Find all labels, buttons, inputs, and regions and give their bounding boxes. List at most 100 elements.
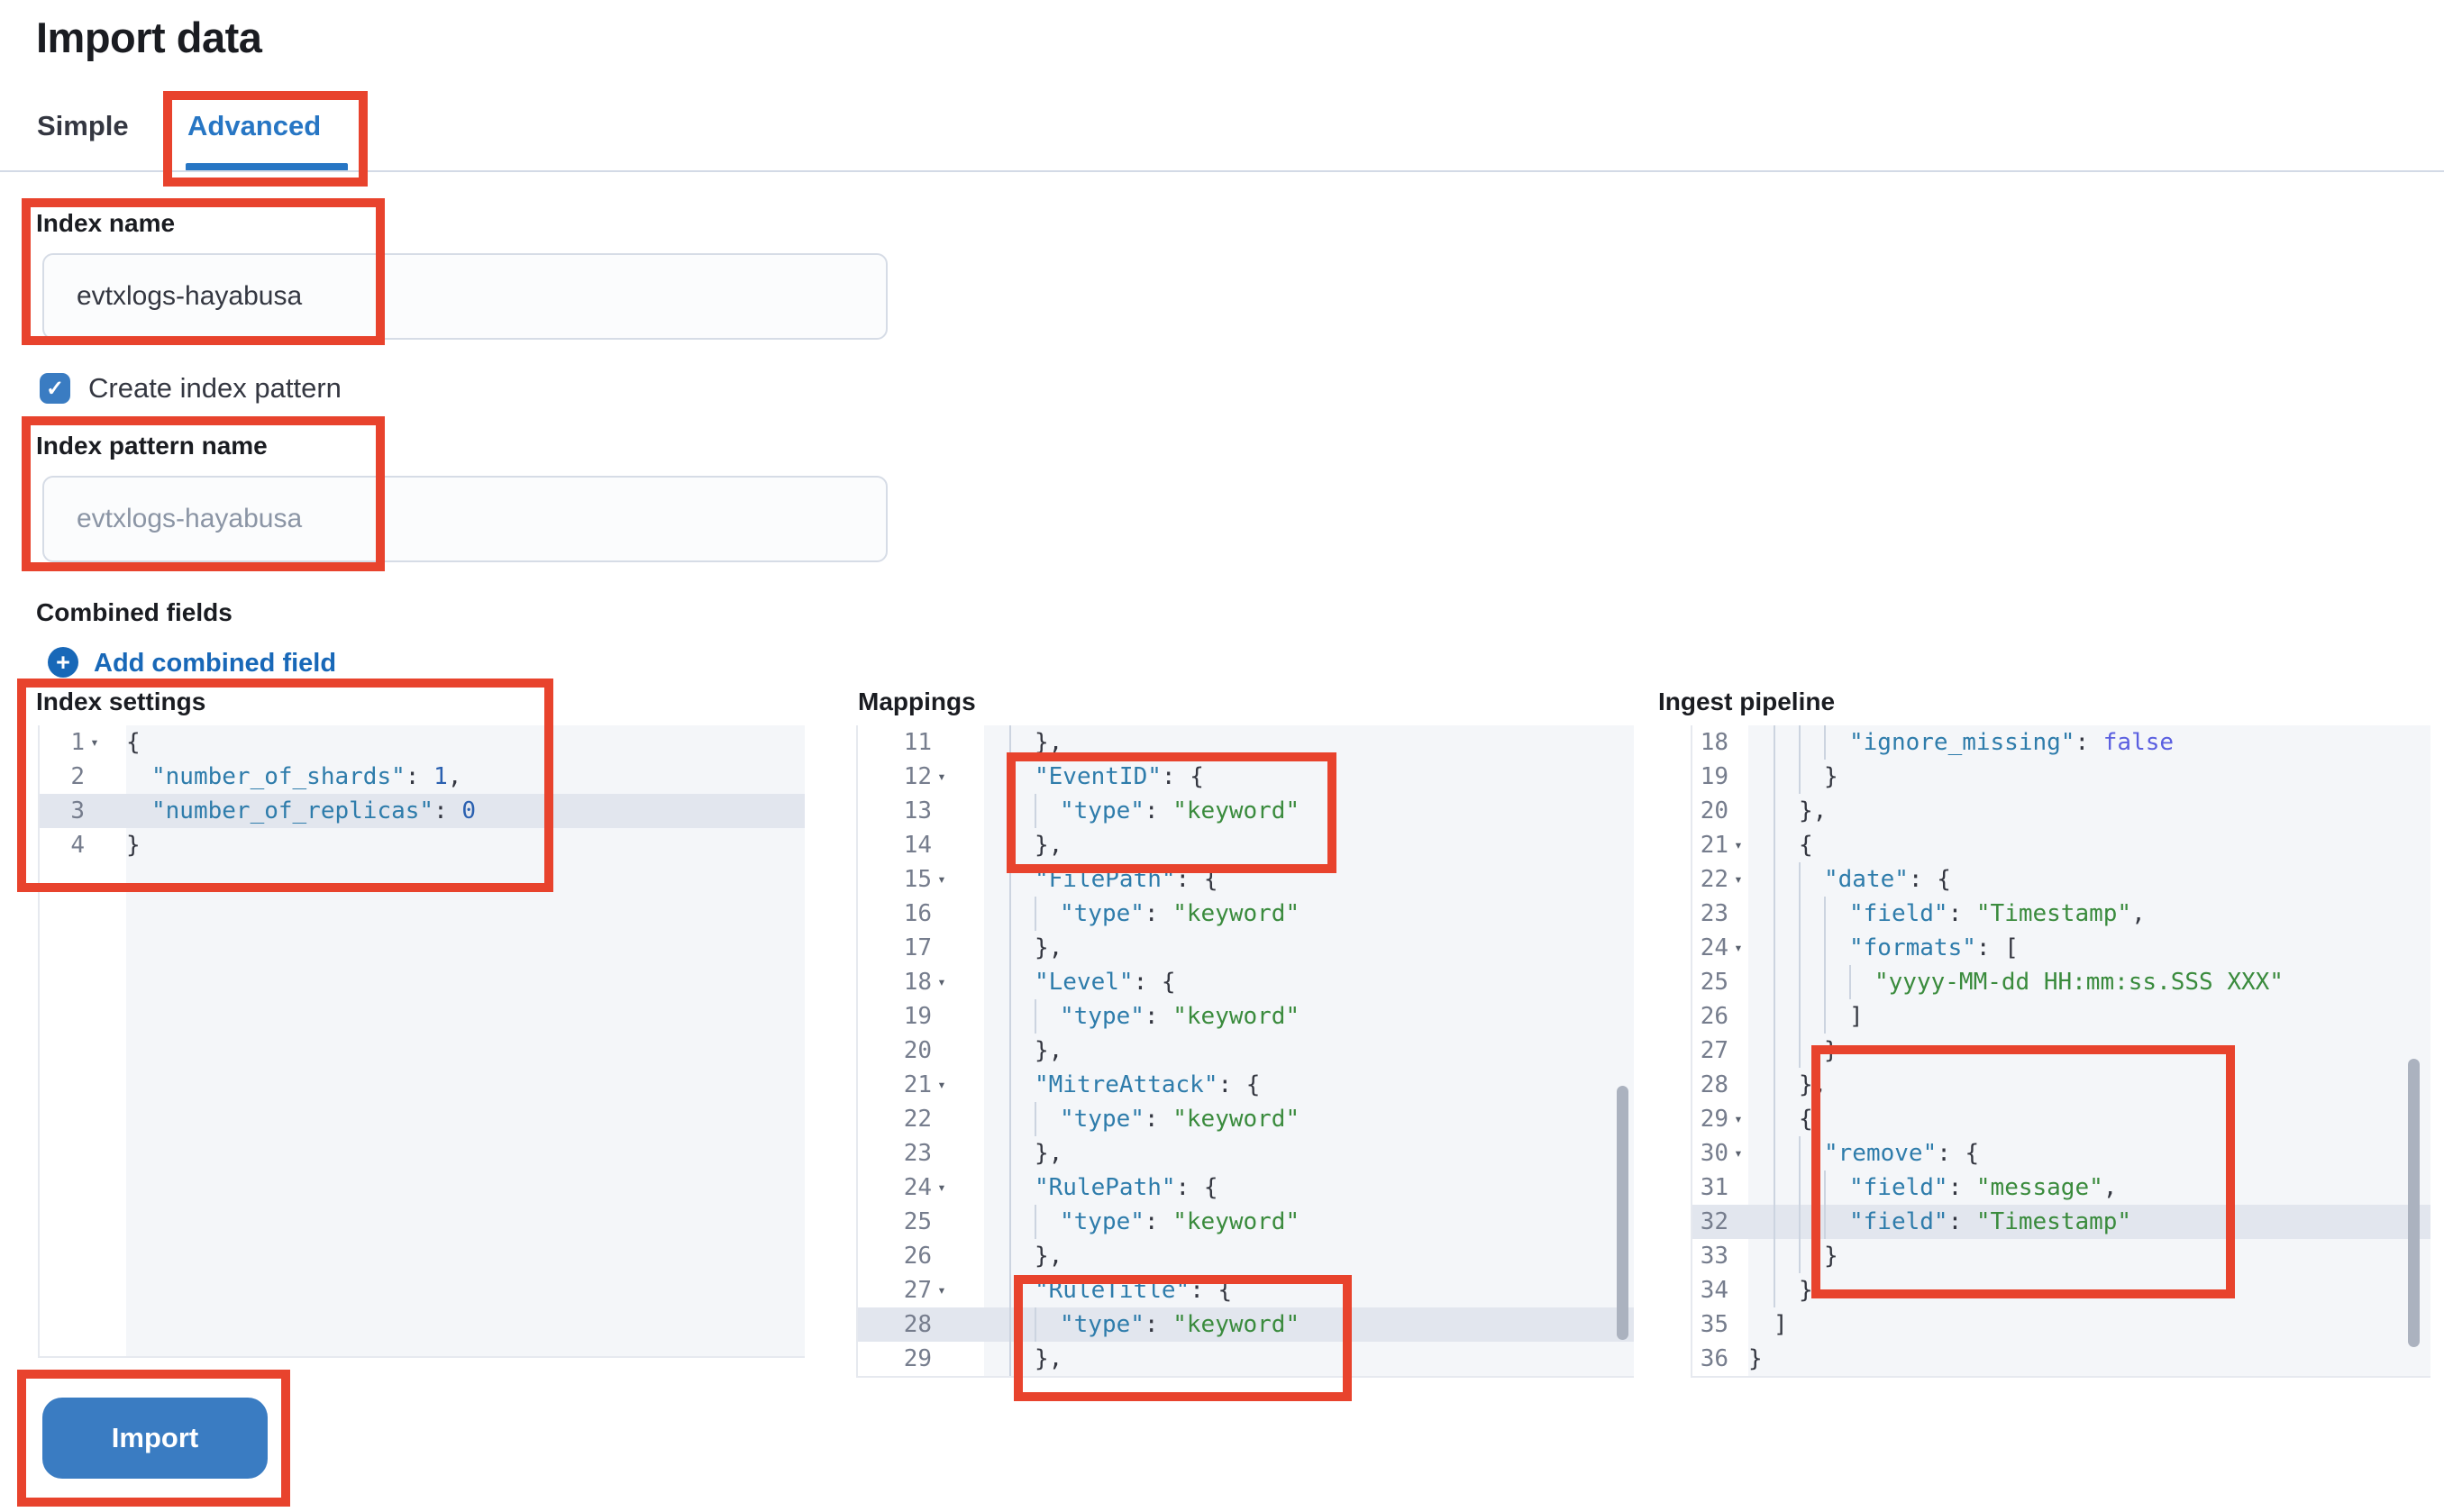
code-line: 11},	[858, 725, 1634, 760]
indent-space	[1748, 965, 1774, 999]
code-text: },	[1748, 794, 2430, 828]
indent-space	[984, 1273, 1009, 1307]
token-p: }	[1748, 1345, 1763, 1372]
line-gutter: 27	[1692, 1034, 1748, 1068]
index-name-input[interactable]	[42, 253, 888, 340]
plus-glyph: +	[56, 648, 70, 676]
token-p: :	[1144, 900, 1173, 927]
code-line: 24▾"formats": [	[1692, 931, 2430, 965]
line-gutter: 23	[858, 1136, 984, 1170]
code-line: 32"field": "Timestamp"	[1692, 1205, 2430, 1239]
line-gutter: 28	[858, 1307, 984, 1342]
line-number: 11	[903, 729, 932, 756]
indent-space	[1748, 999, 1774, 1034]
token-k: "field"	[1849, 1174, 1948, 1201]
line-gutter: 12▾	[858, 760, 984, 794]
indent-space	[984, 1170, 1009, 1205]
line-number: 1	[70, 729, 85, 756]
tab-advanced[interactable]: Advanced	[187, 110, 322, 141]
indent-guide	[1009, 1102, 1035, 1136]
token-p: {	[1799, 832, 1813, 859]
indent-space	[1748, 862, 1774, 897]
fold-caret-icon[interactable]: ▾	[937, 1179, 946, 1196]
index-settings-editor[interactable]: 1▾{2"number_of_shards": 1,3"number_of_re…	[38, 725, 805, 1358]
line-number: 3	[70, 797, 85, 824]
indent-guide	[1009, 1205, 1035, 1239]
add-combined-field-link[interactable]: Add combined field	[94, 649, 337, 678]
code-text: },	[984, 931, 1634, 965]
indent-space	[984, 1068, 1009, 1102]
token-s: "message"	[1975, 1174, 2103, 1201]
indent-space	[1748, 897, 1774, 931]
indent-guide	[1799, 1136, 1824, 1170]
fold-caret-icon[interactable]: ▾	[1734, 870, 1743, 888]
indent-space	[126, 760, 151, 794]
indent-space	[1748, 931, 1774, 965]
line-gutter: 24▾	[858, 1170, 984, 1205]
code-text: },	[984, 1239, 1634, 1273]
check-icon: ✓	[45, 376, 65, 401]
token-p: ]	[1774, 1311, 1788, 1338]
fold-caret-icon[interactable]: ▾	[90, 733, 99, 751]
line-gutter: 31	[1692, 1170, 1748, 1205]
fold-caret-icon[interactable]: ▾	[1734, 836, 1743, 853]
fold-caret-icon[interactable]: ▾	[937, 1281, 946, 1298]
line-gutter: 11	[858, 725, 984, 760]
code-line: 34}	[1692, 1273, 2430, 1307]
indent-space	[984, 1102, 1009, 1136]
indent-space	[1748, 1205, 1774, 1239]
fold-caret-icon[interactable]: ▾	[1734, 939, 1743, 956]
token-k: "type"	[1060, 1003, 1144, 1030]
code-line: 16"type": "keyword"	[858, 897, 1634, 931]
line-number: 25	[903, 1208, 932, 1235]
code-line: 2"number_of_shards": 1,	[40, 760, 805, 794]
indent-space	[984, 828, 1009, 862]
line-number: 14	[903, 832, 932, 859]
indent-guide	[1009, 1273, 1035, 1307]
token-k: "EventID"	[1035, 763, 1162, 790]
code-line: 3"number_of_replicas": 0	[40, 794, 805, 828]
code-line: 22"type": "keyword"	[858, 1102, 1634, 1136]
token-p: },	[1035, 934, 1063, 961]
indent-guide	[1774, 1102, 1799, 1136]
mappings-editor[interactable]: 11},12▾"EventID": {13"type": "keyword"14…	[856, 725, 1634, 1378]
code-text: "type": "keyword"	[984, 794, 1634, 828]
indent-guide	[1774, 760, 1799, 794]
token-b: false	[2102, 729, 2175, 756]
fold-caret-icon[interactable]: ▾	[937, 1076, 946, 1093]
line-gutter: 28	[1692, 1068, 1748, 1102]
token-p: : {	[1161, 763, 1204, 790]
code-text: "field": "Timestamp"	[1748, 1205, 2430, 1239]
token-k: "date"	[1824, 866, 1909, 893]
import-button[interactable]: Import	[42, 1398, 268, 1479]
fold-caret-icon[interactable]: ▾	[1734, 1110, 1743, 1127]
code-text: "Level": {	[984, 965, 1634, 999]
fold-caret-icon[interactable]: ▾	[937, 768, 946, 785]
code-text: "ignore_missing": false	[1748, 725, 2430, 760]
indent-guide	[1774, 1170, 1799, 1205]
line-number: 30	[1700, 1140, 1728, 1167]
indent-space	[1748, 828, 1774, 862]
tab-simple[interactable]: Simple	[37, 110, 129, 141]
indent-guide	[1824, 931, 1849, 965]
mappings-scrollbar[interactable]	[1617, 1086, 1628, 1340]
indent-space	[1748, 760, 1774, 794]
fold-caret-icon[interactable]: ▾	[937, 870, 946, 888]
fold-caret-icon[interactable]: ▾	[1734, 1144, 1743, 1161]
line-gutter: 27▾	[858, 1273, 984, 1307]
indent-space	[1748, 794, 1774, 828]
token-p: ,	[2131, 900, 2146, 927]
line-number: 19	[1700, 763, 1728, 790]
index-pattern-name-input[interactable]	[42, 476, 888, 562]
indent-guide	[1009, 931, 1035, 965]
create-index-pattern-checkbox[interactable]: ✓	[40, 373, 70, 404]
token-p: },	[1035, 1140, 1063, 1167]
line-number: 2	[70, 763, 85, 790]
line-number: 18	[903, 969, 932, 996]
token-p: },	[1035, 832, 1063, 859]
indent-space	[984, 862, 1009, 897]
ingest-pipeline-scrollbar[interactable]	[2408, 1059, 2420, 1347]
fold-caret-icon[interactable]: ▾	[937, 973, 946, 990]
line-gutter: 2	[40, 760, 126, 794]
